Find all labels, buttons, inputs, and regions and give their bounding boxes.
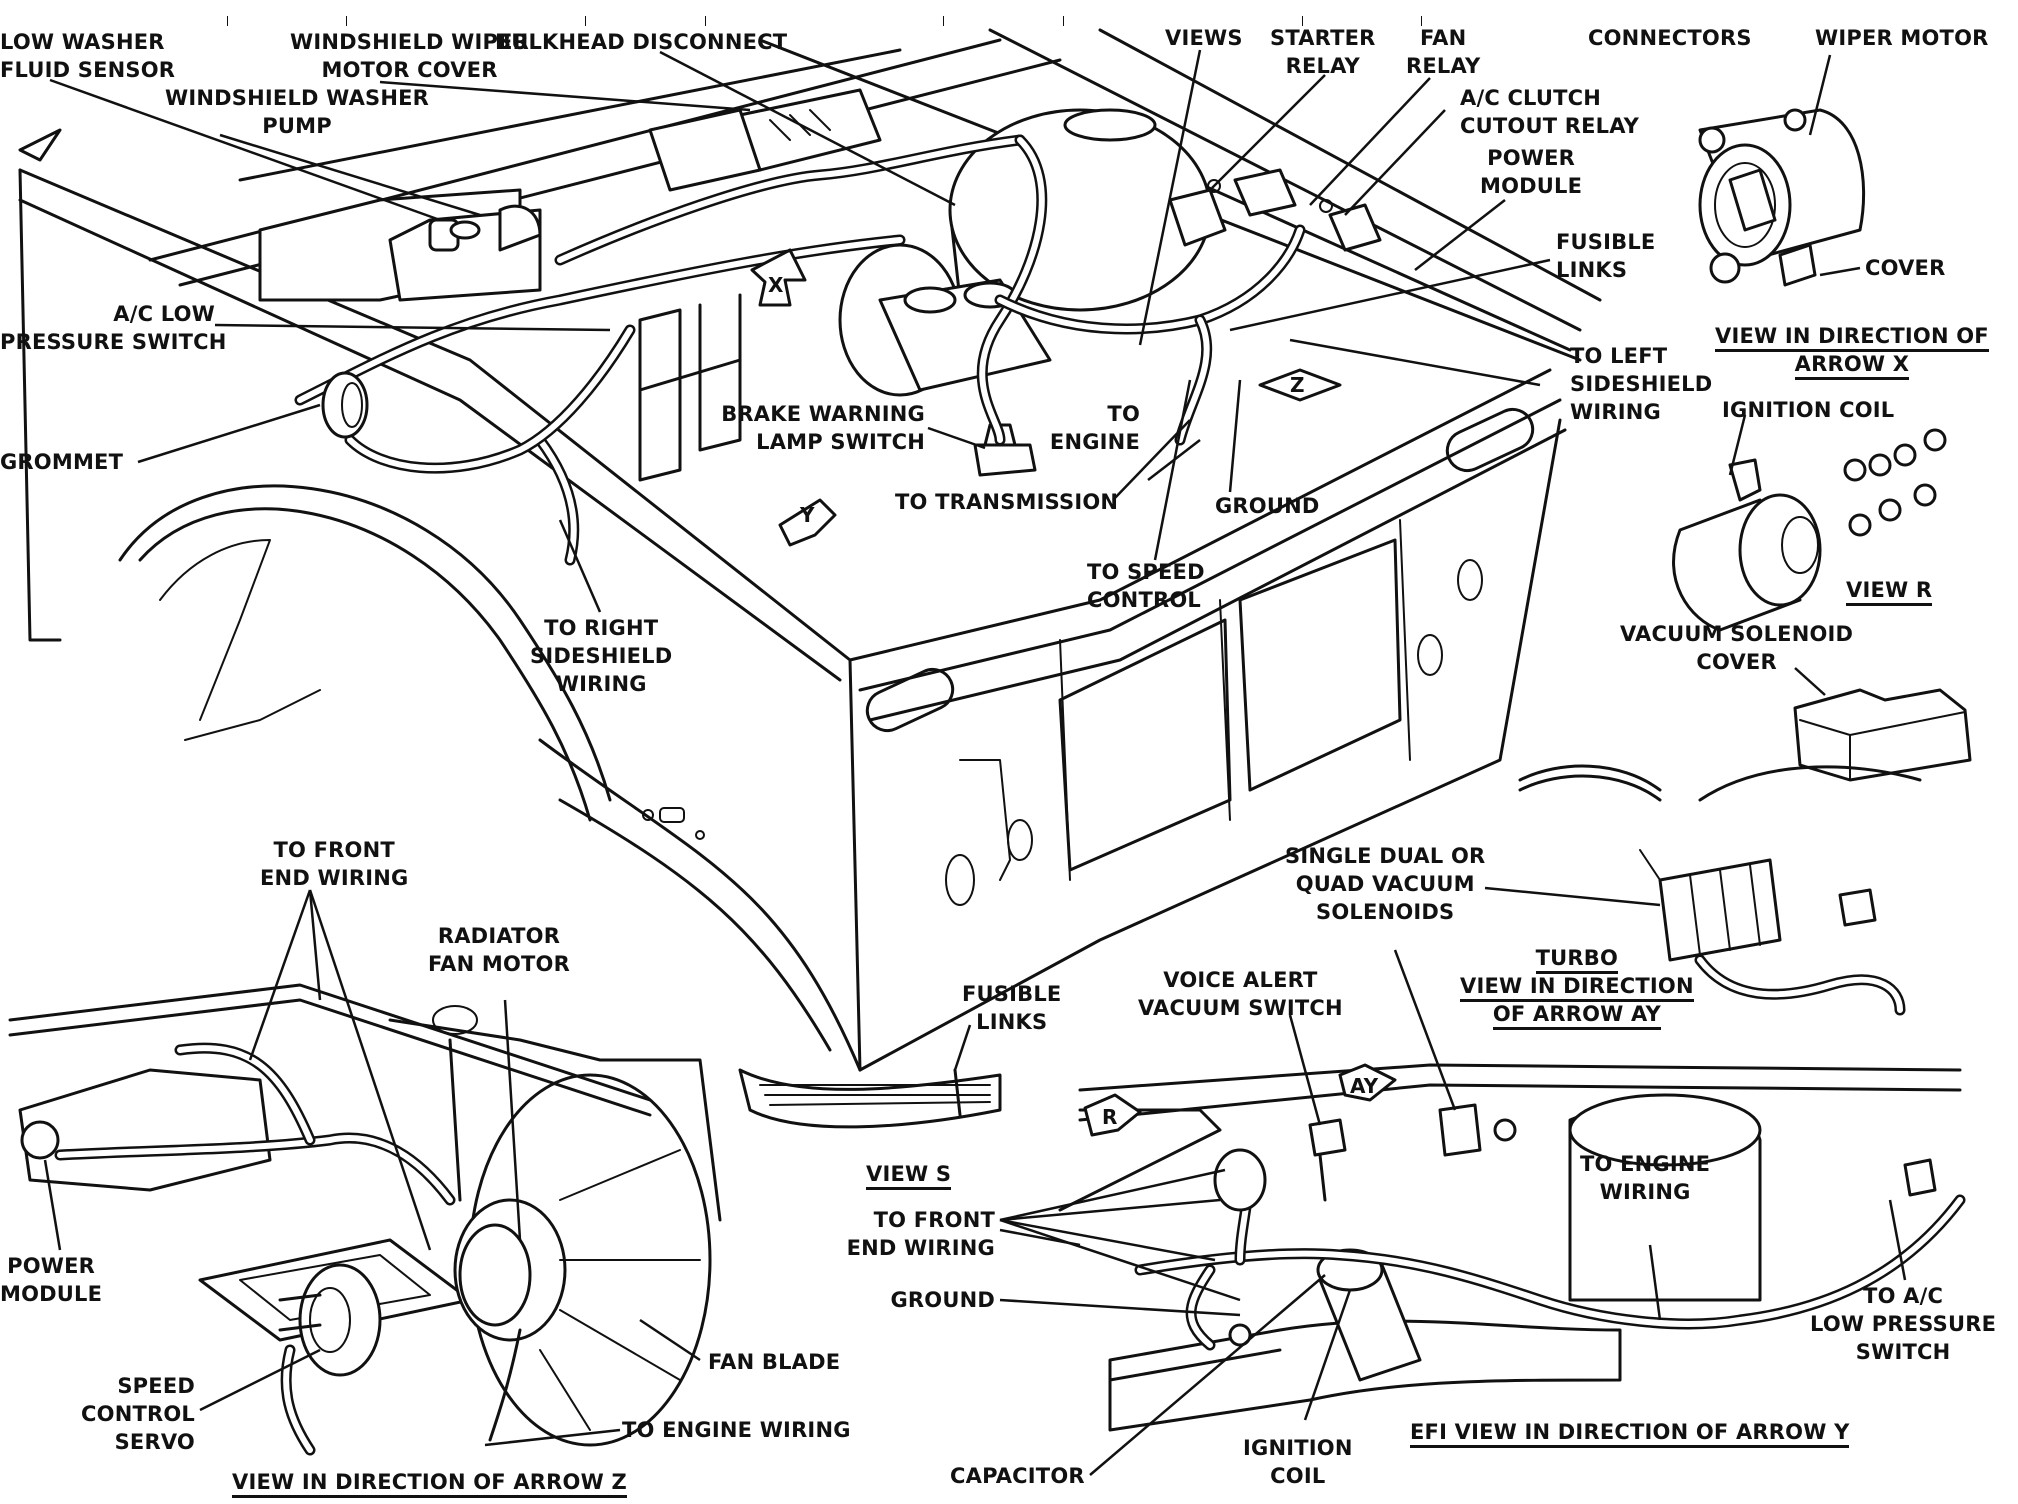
- label-fusible-links-s: FUSIBLE LINKS: [962, 982, 1062, 1034]
- ruler-tick: [227, 16, 228, 26]
- caption-efi-view-arrow-y: EFI VIEW IN DIRECTION OF ARROW Y: [1410, 1418, 1850, 1448]
- label-to-engine: TO ENGINE: [1049, 402, 1140, 454]
- label-fan-relay: FAN RELAY: [1406, 26, 1481, 78]
- label-power-module: POWER MODULE: [1480, 146, 1583, 198]
- label-to-ac-low-pressure-switch: TO A/C LOW PRESSURE SWITCH: [1810, 1284, 1997, 1364]
- label-ac-clutch-cutout-relay: A/C CLUTCH CUTOUT RELAY: [1460, 86, 1640, 138]
- label-views: VIEWS: [1165, 26, 1243, 50]
- label-starter-relay: STARTER RELAY: [1270, 26, 1376, 78]
- ruler-tick: [1302, 16, 1303, 26]
- sideshield-panels: [638, 293, 742, 482]
- fusible-links-drawing: [738, 1068, 1002, 1129]
- label-low-washer-fluid-sensor: LOW WASHER FLUID SENSOR: [0, 30, 176, 82]
- vacuum-solenoid-cover-drawing: [1793, 688, 1972, 782]
- view-arrow-y: Y: [778, 498, 837, 547]
- view-arrow-ay: AY: [1338, 1063, 1397, 1102]
- label-fan-blade: FAN BLADE: [708, 1350, 841, 1374]
- label-ground: GROUND: [1215, 494, 1320, 518]
- label-ignition-coil: IGNITION COIL: [1722, 398, 1895, 422]
- label-voice-alert-vacuum-switch: VOICE ALERT VACUUM SWITCH: [1138, 968, 1343, 1020]
- label-to-left-sideshield-wiring: TO LEFT SIDESHIELD WIRING: [1570, 344, 1713, 424]
- ruler-tick: [705, 16, 706, 26]
- label-radiator-fan-motor: RADIATOR FAN MOTOR: [428, 924, 570, 976]
- label-to-front-end-wiring-y: TO FRONT END WIRING: [846, 1208, 995, 1260]
- svg-text:Y: Y: [799, 503, 815, 527]
- ignition-coil-drawing: [1672, 428, 1947, 632]
- label-wiper-motor: WIPER MOTOR: [1815, 26, 1989, 50]
- label-windshield-washer-pump: WINDSHIELD WASHER PUMP: [165, 86, 430, 138]
- label-fusible-links: FUSIBLE LINKS: [1556, 230, 1656, 282]
- caption-view-r: VIEW R: [1846, 576, 1933, 606]
- vacuum-solenoids-drawing: [1518, 764, 1922, 1016]
- label-bulkhead-disconnect: BULKHEAD DISCONNECT: [495, 30, 788, 54]
- label-power-module-z: POWER MODULE: [0, 1254, 103, 1306]
- caption-view-s: VIEW S: [866, 1160, 952, 1190]
- label-cover: COVER: [1865, 256, 1946, 280]
- efi-view-drawing: [1058, 1063, 1966, 1432]
- label-windshield-wiper-motor-cover: WINDSHIELD WIPER MOTOR COVER: [290, 30, 530, 82]
- label-to-engine-wiring-y: TO ENGINE WIRING: [1580, 1152, 1711, 1204]
- label-speed-control-servo: SPEED CONTROL SERVO: [81, 1374, 195, 1454]
- label-grommet: GROMMET: [0, 450, 124, 474]
- leader-lines: [43, 49, 1907, 1476]
- svg-text:X: X: [768, 273, 784, 297]
- label-ground-y: GROUND: [890, 1288, 995, 1312]
- ruler-tick: [943, 16, 944, 26]
- brake-warning-lamp-switch: [973, 423, 1037, 477]
- label-connectors: CONNECTORS: [1588, 26, 1752, 50]
- view-arrow-z: Z: [1258, 368, 1342, 402]
- caption-view-arrow-z: VIEW IN DIRECTION OF ARROW Z: [232, 1468, 627, 1498]
- ruler-tick: [346, 16, 347, 26]
- ruler-tick: [1063, 16, 1064, 26]
- label-to-right-sideshield-wiring: TO RIGHT SIDESHIELD WIRING: [530, 616, 673, 696]
- label-to-speed-control: TO SPEED CONTROL: [1087, 560, 1205, 612]
- grommet: [321, 371, 369, 439]
- label-to-engine-wiring-z: TO ENGINE WIRING: [622, 1418, 851, 1442]
- relays: [1168, 168, 1382, 252]
- radiator-fan-assembly: [8, 983, 722, 1456]
- label-ac-low-pressure-switch: A/C LOW PRESSURE SWITCH: [0, 302, 227, 354]
- label-ignition-coil-y: IGNITION COIL: [1243, 1436, 1353, 1488]
- ruler-tick: [585, 16, 586, 26]
- ruler-tick: [1421, 16, 1422, 26]
- view-arrow-x: X: [750, 248, 807, 307]
- label-capacitor: CAPACITOR: [950, 1464, 1085, 1488]
- svg-text:R: R: [1102, 1105, 1117, 1129]
- caption-view-arrow-x: VIEW IN DIRECTION OF ARROW X: [1715, 322, 1989, 380]
- svg-text:Z: Z: [1290, 373, 1305, 397]
- caption-turbo-view-arrow-ay: TURBO VIEW IN DIRECTION OF ARROW AY: [1460, 944, 1694, 1030]
- view-arrow-r: R: [1083, 1093, 1142, 1137]
- label-to-front-end-wiring-z: TO FRONT END WIRING: [260, 838, 409, 890]
- label-vacuum-solenoid-cover: VACUUM SOLENOID COVER: [1620, 622, 1854, 674]
- label-single-dual-quad-vacuum-solenoids: SINGLE DUAL OR QUAD VACUUM SOLENOIDS: [1285, 844, 1486, 924]
- wiper-motor-drawing: [1698, 108, 1866, 287]
- label-brake-warning-lamp-switch: BRAKE WARNING LAMP SWITCH: [721, 402, 925, 454]
- svg-text:AY: AY: [1350, 1074, 1379, 1098]
- label-to-transmission: TO TRANSMISSION: [895, 490, 1119, 514]
- washer-reservoir: [258, 188, 542, 302]
